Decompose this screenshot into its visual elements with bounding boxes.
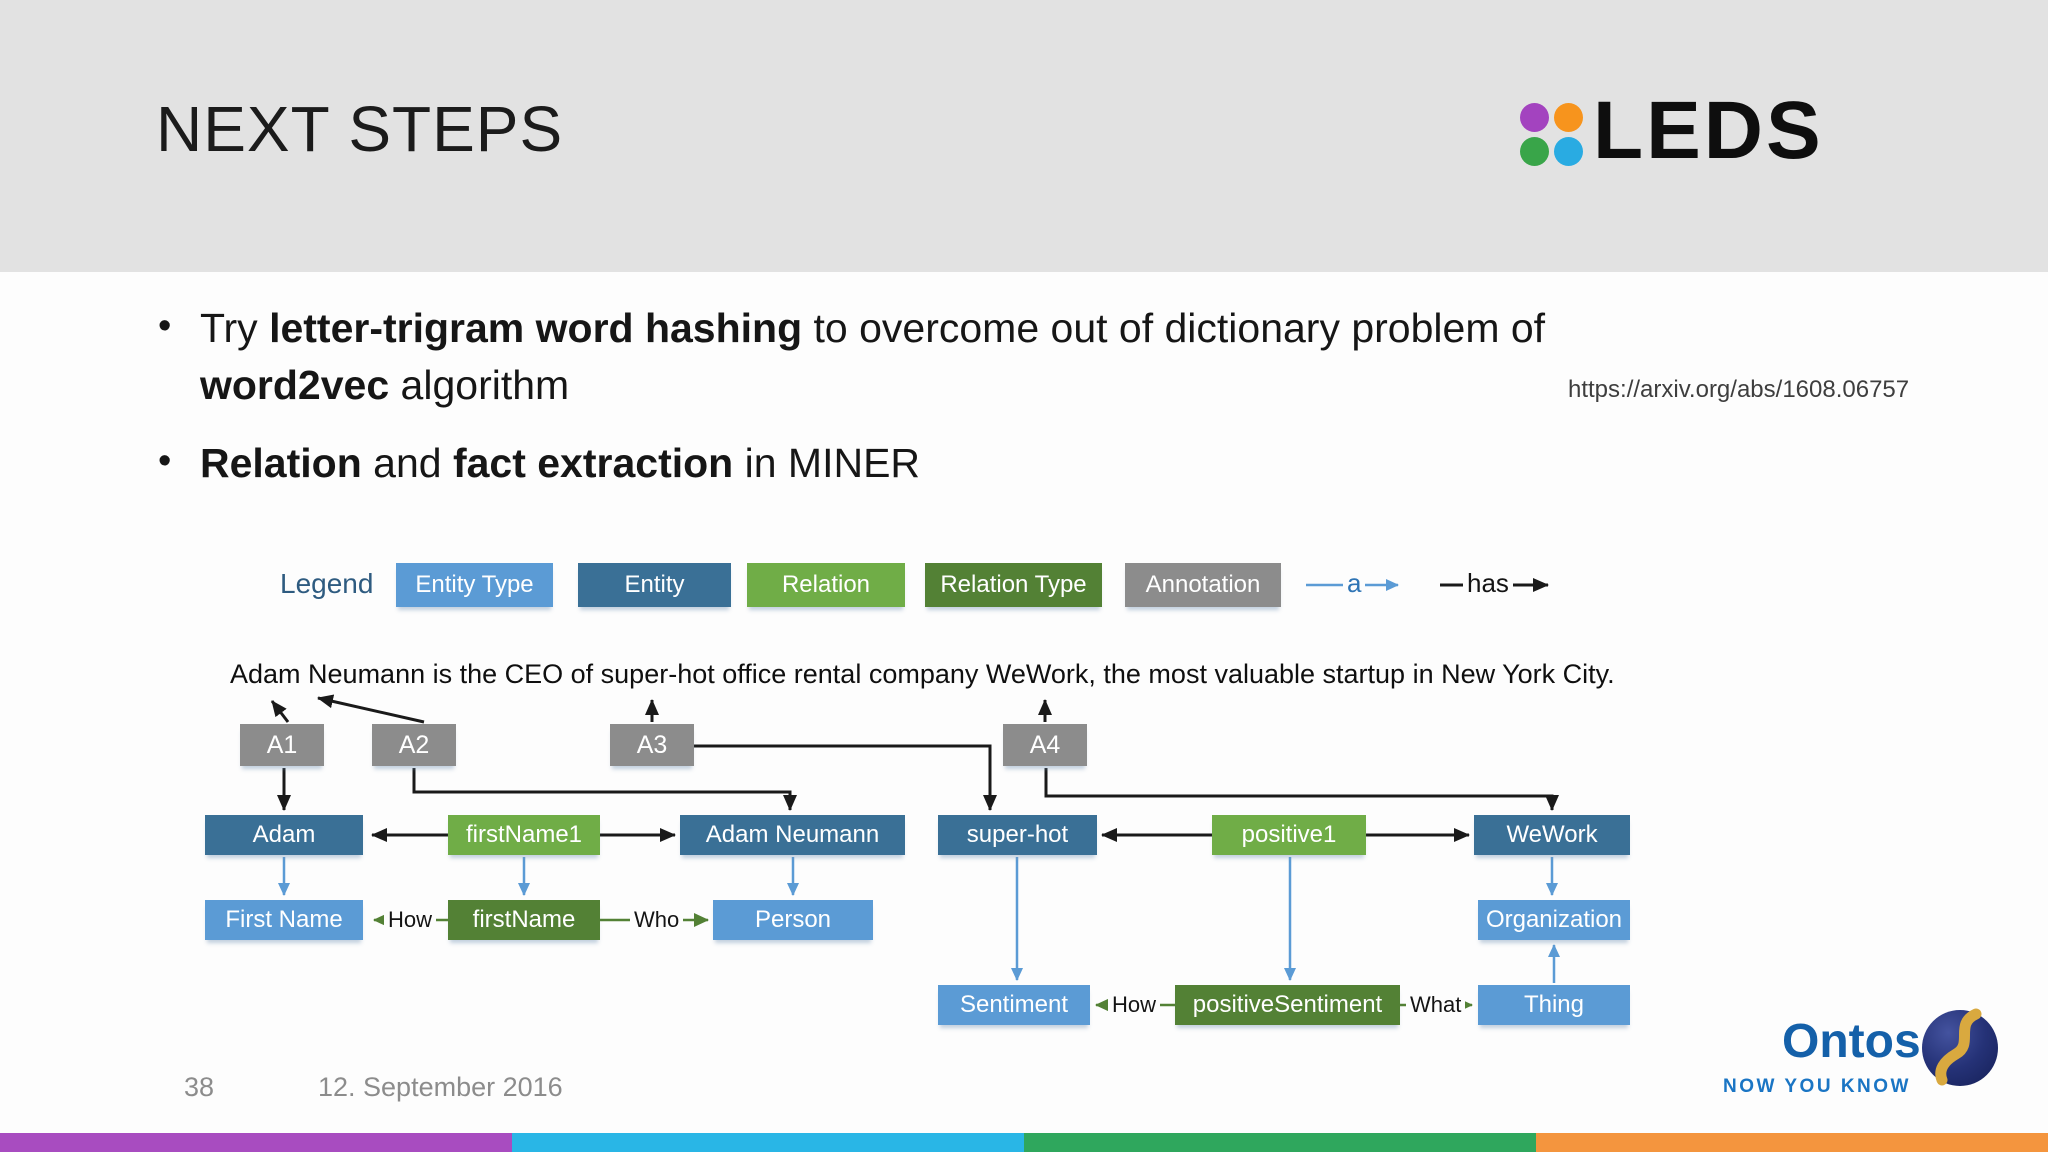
arrow-a4-to-wework	[1044, 768, 1559, 811]
legend-entity-type: Entity Type	[396, 563, 553, 607]
annotation-box-a1: A1	[240, 724, 324, 766]
bullet-list: Try letter-trigram word hashing to overc…	[156, 300, 1856, 492]
leds-dot-green	[1520, 137, 1549, 166]
leds-dot-purple	[1520, 103, 1549, 132]
relation-type-firstname: firstName	[448, 900, 600, 940]
leds-dot-orange	[1554, 103, 1583, 132]
legend-has-arrow-label: has	[1463, 569, 1513, 597]
legend-relation: Relation	[747, 563, 905, 607]
type-thing: Thing	[1478, 985, 1630, 1025]
relation-type-positivesentiment: positiveSentiment	[1175, 985, 1400, 1025]
leds-dot-blue	[1554, 137, 1583, 166]
annotation-box-a4: A4	[1003, 724, 1087, 766]
bullet1-bold-hashing: letter-trigram word hashing	[269, 305, 803, 351]
leds-dots-icon	[1520, 103, 1583, 166]
arrow-a2-to-word-neumann	[317, 694, 425, 724]
legend-a-arrow-label: a	[1343, 569, 1366, 597]
ontos-logo-text: Ontos	[1782, 1015, 1921, 1068]
arrow-a1-to-word-adam	[270, 700, 290, 723]
page-number: 38	[184, 1072, 215, 1102]
relation-firstname1: firstName1	[448, 815, 600, 855]
bullet-item-word-hashing: Try letter-trigram word hashing to overc…	[156, 300, 1856, 413]
stripe-orange	[1536, 1133, 2048, 1152]
annotation-box-a3: A3	[610, 724, 694, 766]
entity-adam-neumann: Adam Neumann	[680, 815, 905, 855]
bullet2-bold-fact: fact extraction	[452, 440, 734, 487]
legend-title: Legend	[280, 568, 374, 599]
relation-positive1: positive1	[1212, 815, 1366, 855]
annotation-box-a2: A2	[372, 724, 456, 766]
bullet2-bold-relation: Relation	[200, 440, 362, 487]
arrow-a2-to-adam-neumann	[412, 768, 797, 811]
bullet-item-relation-extraction: Relation and fact extraction in MINER	[156, 435, 1856, 492]
ontos-tagline: NOW YOU KNOW	[1723, 1076, 1911, 1097]
footer-color-stripe	[0, 1133, 2048, 1152]
example-sentence: Adam Neumann is the CEO of super-hot off…	[230, 659, 1615, 689]
stripe-green	[1024, 1133, 1536, 1152]
leds-logo-text: LEDS	[1593, 85, 1824, 176]
bullet1-text2: to overcome out of dictionary problem of	[802, 305, 1546, 351]
entity-super-hot: super-hot	[938, 815, 1097, 855]
slide-date: 12. September 2016	[318, 1072, 563, 1102]
type-sentiment: Sentiment	[938, 985, 1090, 1025]
slide-title: NEXT STEPS	[156, 93, 564, 165]
legend-annotation: Annotation	[1125, 563, 1281, 607]
ontos-sphere-icon	[1922, 1008, 1998, 1086]
bullet2-text2: in MINER	[733, 440, 921, 487]
edge-label-how-sentiment: How	[1108, 991, 1161, 1019]
type-person: Person	[713, 900, 873, 940]
edge-label-who: Who	[630, 906, 684, 934]
legend-relation-type: Relation Type	[925, 563, 1102, 607]
bullet1-text: Try	[200, 305, 270, 351]
type-first-name: First Name	[205, 900, 363, 940]
bullet1-bold-word2vec: word2vec	[200, 361, 390, 408]
type-organization: Organization	[1478, 900, 1630, 940]
edge-label-how-firstname: How	[384, 906, 437, 934]
bullet2-text: and	[361, 440, 453, 487]
legend-entity: Entity	[578, 563, 731, 607]
stripe-purple	[0, 1133, 512, 1152]
entity-adam: Adam	[205, 815, 363, 855]
slide-header-band	[0, 0, 2048, 272]
bullet1-text3: algorithm	[389, 361, 570, 408]
edge-label-what: What	[1406, 991, 1466, 1019]
arrow-a3-to-superhot	[694, 744, 997, 811]
stripe-cyan	[512, 1133, 1024, 1152]
entity-wework: WeWork	[1474, 815, 1630, 855]
arxiv-url-link[interactable]: https://arxiv.org/abs/1608.06757	[1568, 376, 1910, 403]
leds-logo: LEDS	[1520, 85, 1824, 176]
